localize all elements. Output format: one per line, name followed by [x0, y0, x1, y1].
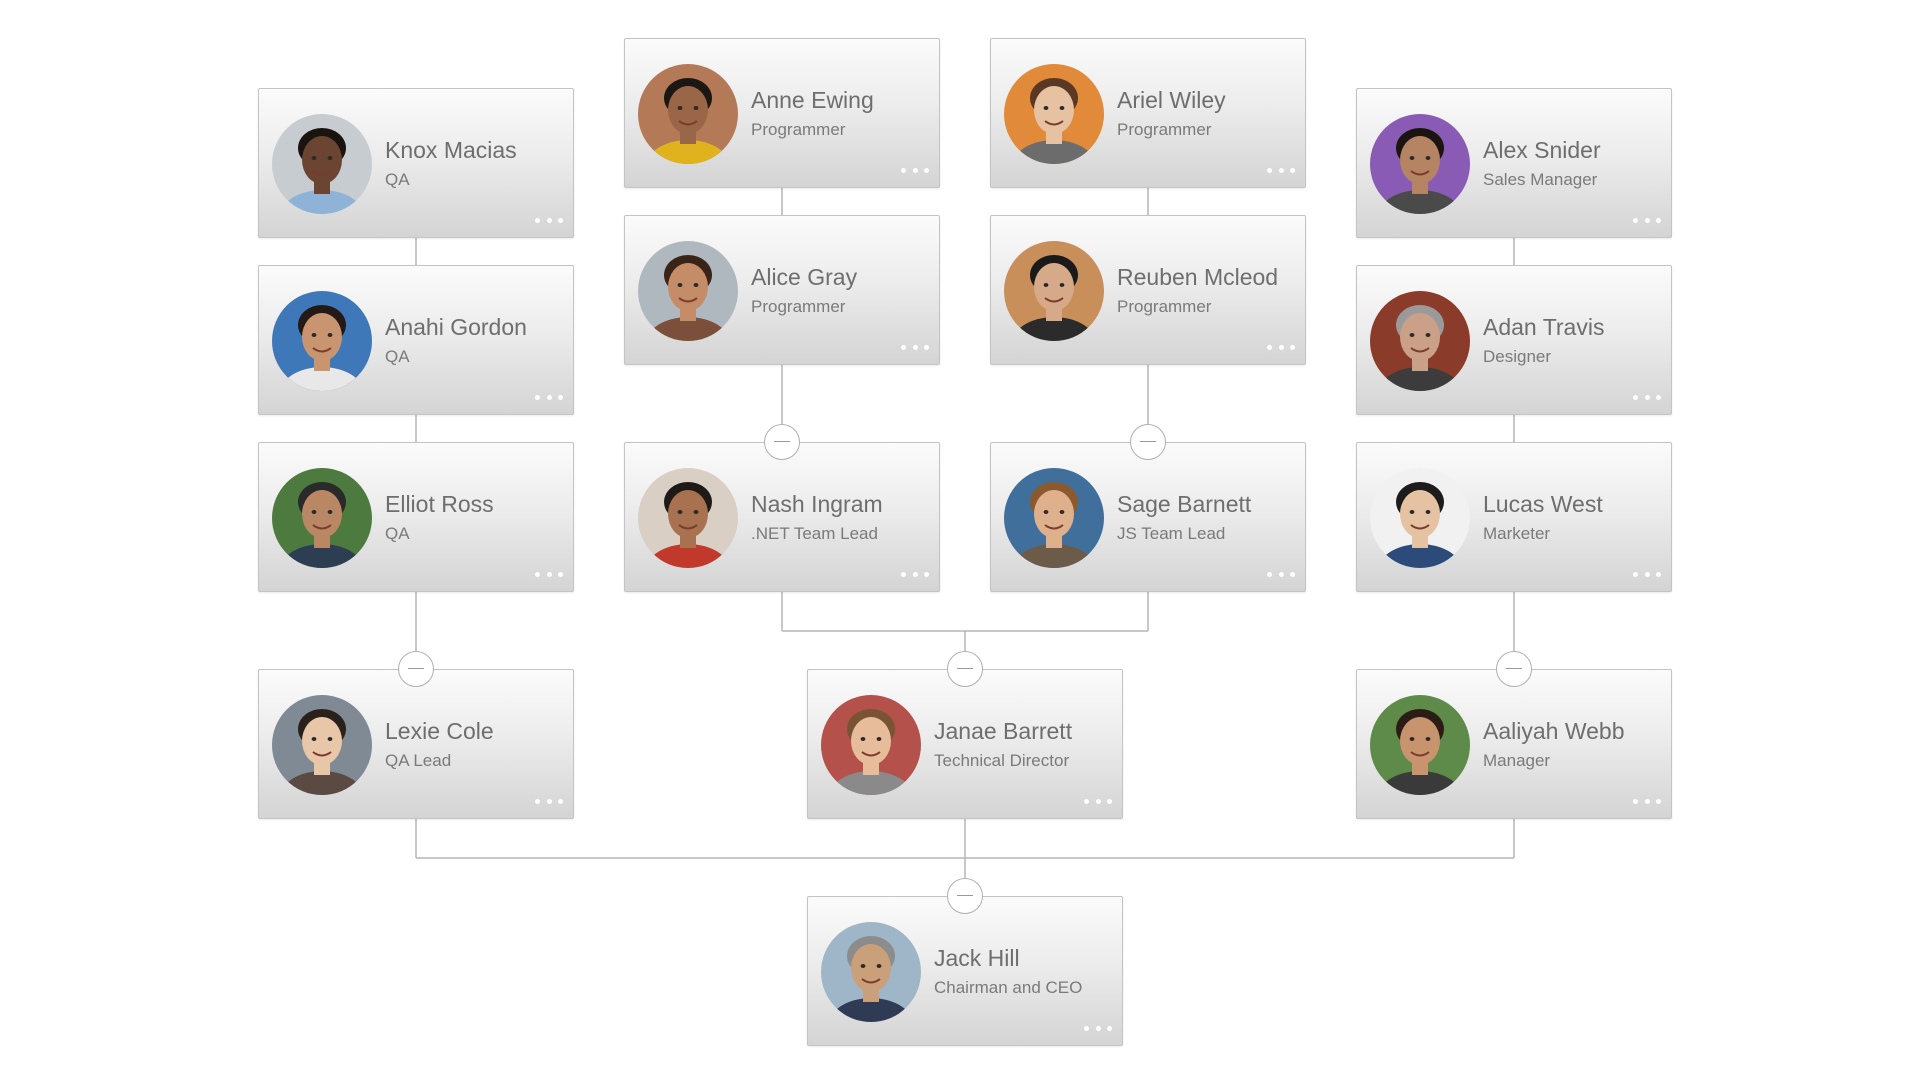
- more-options-icon[interactable]: [535, 567, 563, 581]
- avatar: [821, 695, 921, 795]
- more-options-icon[interactable]: [1633, 390, 1661, 404]
- more-options-icon[interactable]: [535, 390, 563, 404]
- employee-name: Ariel Wiley: [1117, 87, 1226, 113]
- employee-title: Programmer: [1117, 120, 1212, 139]
- employee-name: Jack Hill: [934, 945, 1020, 971]
- avatar: [272, 468, 372, 568]
- employee-name: Lexie Cole: [385, 718, 494, 744]
- employee-title: Designer: [1483, 347, 1552, 366]
- employee-name: Janae Barrett: [934, 718, 1073, 744]
- more-options-icon[interactable]: [1267, 567, 1295, 581]
- employee-title: Marketer: [1483, 524, 1551, 543]
- more-options-icon[interactable]: [1633, 567, 1661, 581]
- more-options-icon[interactable]: [901, 163, 929, 177]
- more-options-icon[interactable]: [1267, 163, 1295, 177]
- employee-name: Nash Ingram: [751, 491, 883, 517]
- collapse-toggle-lexie-cole[interactable]: [398, 651, 434, 687]
- employee-name: Lucas West: [1483, 491, 1603, 517]
- more-options-icon[interactable]: [901, 567, 929, 581]
- employee-title: Programmer: [751, 120, 846, 139]
- avatar: [1370, 114, 1470, 214]
- employee-name: Sage Barnett: [1117, 491, 1252, 517]
- employee-title: JS Team Lead: [1117, 524, 1226, 543]
- employee-title: Manager: [1483, 751, 1551, 770]
- collapse-toggle-nash-ingram[interactable]: [764, 424, 800, 460]
- employee-name: Anahi Gordon: [385, 314, 527, 340]
- more-options-icon[interactable]: [901, 340, 929, 354]
- employee-card-nash-ingram[interactable]: Nash Ingram .NET Team Lead: [624, 442, 940, 592]
- employee-title: Programmer: [1117, 297, 1212, 316]
- avatar: [821, 922, 921, 1022]
- collapse-toggle-aaliyah-webb[interactable]: [1496, 651, 1532, 687]
- avatar: [272, 291, 372, 391]
- avatar: [1370, 695, 1470, 795]
- employee-title: QA: [385, 170, 410, 189]
- more-options-icon[interactable]: [535, 213, 563, 227]
- more-options-icon[interactable]: [1633, 213, 1661, 227]
- avatar: [1004, 241, 1104, 341]
- employee-title: Technical Director: [934, 751, 1070, 770]
- avatar: [272, 695, 372, 795]
- employee-name: Reuben Mcleod: [1117, 264, 1279, 290]
- employee-title: Sales Manager: [1483, 170, 1598, 189]
- employee-card-sage-barnett[interactable]: Sage Barnett JS Team Lead: [990, 442, 1306, 592]
- collapse-toggle-sage-barnett[interactable]: [1130, 424, 1166, 460]
- more-options-icon[interactable]: [1633, 794, 1661, 808]
- avatar: [638, 64, 738, 164]
- avatar: [638, 468, 738, 568]
- avatar: [1370, 291, 1470, 391]
- employee-name: Adan Travis: [1483, 314, 1605, 340]
- more-options-icon[interactable]: [1267, 340, 1295, 354]
- collapse-toggle-jack-hill[interactable]: [947, 878, 983, 914]
- employee-name: Anne Ewing: [751, 87, 874, 113]
- employee-title: Chairman and CEO: [934, 978, 1083, 997]
- employee-name: Knox Macias: [385, 137, 517, 163]
- employee-title: QA: [385, 347, 410, 366]
- avatar: [1004, 64, 1104, 164]
- employee-title: QA Lead: [385, 751, 452, 770]
- more-options-icon[interactable]: [1084, 794, 1112, 808]
- employee-name: Alice Gray: [751, 264, 858, 290]
- employee-title: .NET Team Lead: [751, 524, 878, 543]
- employee-name: Alex Snider: [1483, 137, 1601, 163]
- more-options-icon[interactable]: [1084, 1021, 1112, 1035]
- employee-title: Programmer: [751, 297, 846, 316]
- avatar: [272, 114, 372, 214]
- avatar: [1004, 468, 1104, 568]
- avatar: [1370, 468, 1470, 568]
- employee-card-lexie-cole[interactable]: Lexie Cole QA Lead: [258, 669, 574, 819]
- employee-title: QA: [385, 524, 410, 543]
- employee-name: Aaliyah Webb: [1483, 718, 1625, 744]
- more-options-icon[interactable]: [535, 794, 563, 808]
- avatar: [638, 241, 738, 341]
- employee-name: Elliot Ross: [385, 491, 494, 517]
- collapse-toggle-janae-barrett[interactable]: [947, 651, 983, 687]
